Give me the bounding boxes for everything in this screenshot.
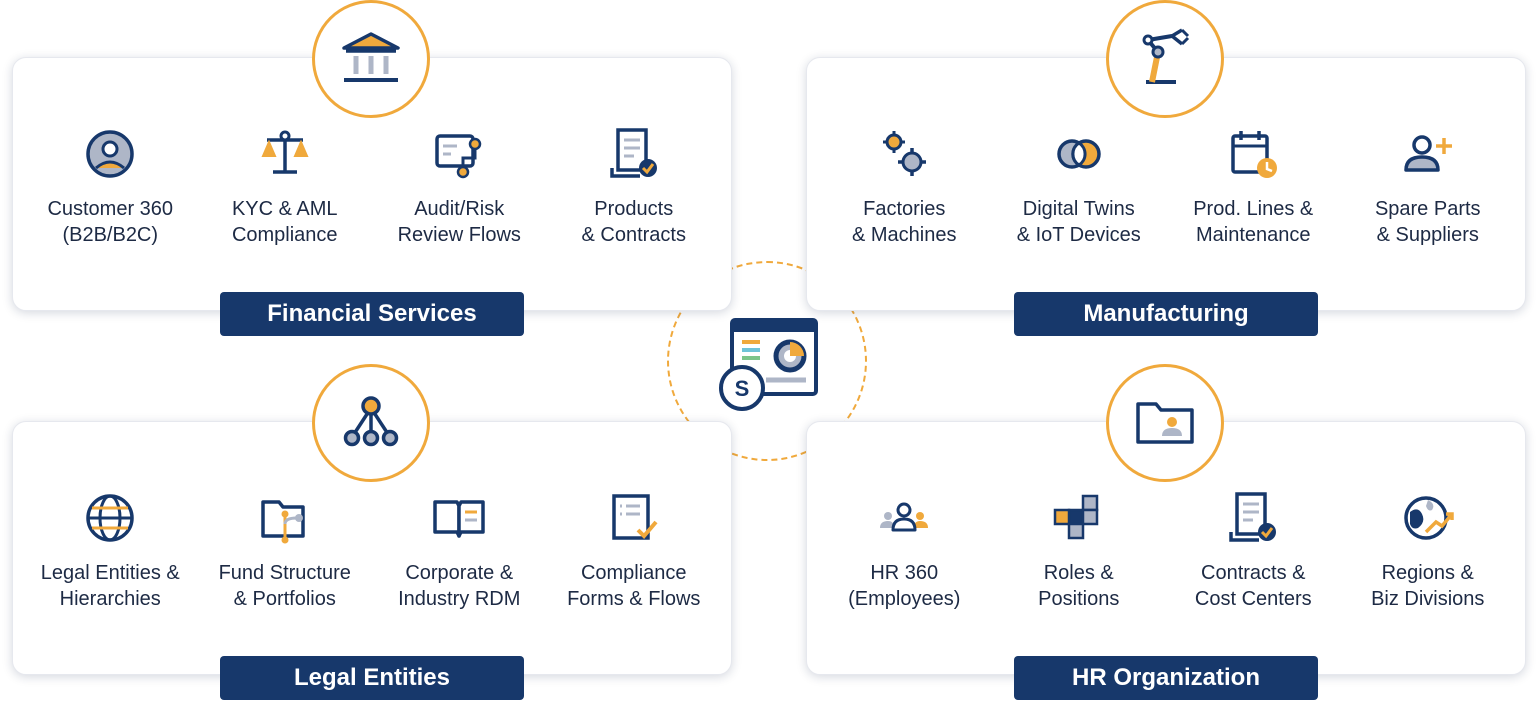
scales-icon <box>261 130 309 174</box>
item-factories-machines: Factories& Machines <box>819 126 989 248</box>
item-label: Regions &Biz Divisions <box>1371 562 1485 610</box>
item-label: Prod. Lines &Maintenance <box>1193 198 1314 246</box>
bank-icon <box>342 32 400 82</box>
hr-organization-items: HR 360(Employees) Roles &Positions <box>807 490 1525 612</box>
open-book-icon <box>433 500 485 538</box>
item-label: Fund Structure& Portfolios <box>218 562 351 610</box>
item-corporate-rdm: Corporate &Industry RDM <box>374 490 544 612</box>
section-title-banner: HR Organization <box>1014 656 1318 700</box>
manufacturing-hub <box>1106 0 1224 118</box>
gears-icon <box>883 131 927 176</box>
item-digital-twins: Digital Twins& IoT Devices <box>994 126 1164 248</box>
hierarchy-icon <box>343 396 399 447</box>
person-circle-icon <box>86 130 134 178</box>
hr-organization-hub <box>1106 364 1224 482</box>
section-title-banner: Legal Entities <box>220 656 524 700</box>
dashboard-window-icon: S <box>719 318 818 411</box>
center-badge-letter: S <box>735 376 750 401</box>
item-customer-360: Customer 360(B2B/B2C) <box>25 126 195 248</box>
blocks-icon <box>1053 494 1098 540</box>
item-label: Legal Entities &Hierarchies <box>40 562 180 610</box>
people-group-icon <box>880 502 929 532</box>
item-spare-parts: Spare Parts& Suppliers <box>1343 126 1513 248</box>
item-label: HR 360(Employees) <box>848 562 961 610</box>
item-label: Products& Contracts <box>581 198 686 246</box>
item-products-contracts: Products& Contracts <box>549 126 719 248</box>
globe-trend-icon <box>1404 496 1454 540</box>
item-label: Corporate &Industry RDM <box>398 562 521 610</box>
item-label: Roles &Positions <box>1038 562 1120 610</box>
item-legal-hierarchies: Legal Entities &Hierarchies <box>25 490 195 612</box>
item-contracts-cost-centers: Contracts &Cost Centers <box>1168 490 1338 612</box>
item-regions-divisions: Regions &Biz Divisions <box>1343 490 1513 612</box>
item-label: Contracts &Cost Centers <box>1194 562 1312 610</box>
folder-person-icon <box>1136 402 1194 444</box>
legal-entities-hub <box>312 364 430 482</box>
item-hr-360: HR 360(Employees) <box>819 490 989 612</box>
item-roles-positions: Roles &Positions <box>994 490 1164 612</box>
globe-icon <box>86 494 134 542</box>
robot-arm-icon <box>1142 28 1190 84</box>
section-title-banner: Manufacturing <box>1014 292 1318 336</box>
item-label: Spare Parts& Suppliers <box>1374 198 1481 246</box>
folder-branch-icon <box>261 500 305 544</box>
financial-services-hub <box>312 0 430 118</box>
form-check-icon <box>612 494 658 540</box>
calendar-clock-icon <box>1231 131 1278 178</box>
contract-check-icon <box>610 128 657 178</box>
item-prod-lines: Prod. Lines &Maintenance <box>1168 126 1338 248</box>
item-label: Factories& Machines <box>852 198 957 246</box>
twin-circles-icon <box>1057 139 1101 169</box>
center-dashed-ring <box>667 261 867 461</box>
manufacturing-items: Factories& Machines Digital Twins& IoT D… <box>807 126 1525 248</box>
contract-check-icon <box>1229 492 1277 542</box>
item-label: Digital Twins& IoT Devices <box>1016 198 1141 246</box>
review-flow-icon <box>435 134 482 179</box>
section-title-banner: Financial Services <box>220 292 524 336</box>
item-fund-structure: Fund Structure& Portfolios <box>200 490 370 612</box>
item-label: Customer 360(B2B/B2C) <box>47 198 174 246</box>
legal-entities-items: Legal Entities &Hierarchies Fund Structu… <box>13 490 731 612</box>
person-add-icon <box>1404 135 1452 172</box>
